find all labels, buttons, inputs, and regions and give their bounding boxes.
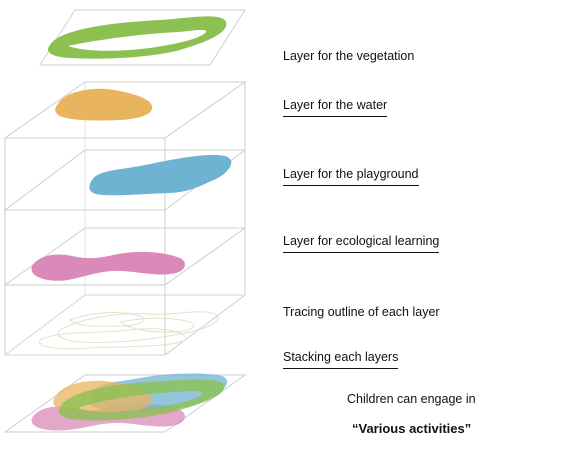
- stacked-layer: [3, 373, 247, 433]
- vegetation-layer-label: Layer for the vegetation: [283, 49, 415, 63]
- ecological-shape: [31, 251, 185, 281]
- tracing-plane: [3, 294, 247, 356]
- vegetation-shape: [48, 16, 227, 59]
- water-shape: [55, 88, 153, 121]
- children-engage-label: Children can engage in: [347, 392, 476, 406]
- playground-layer-label: Layer for the playground: [283, 167, 419, 186]
- water-layer: [3, 81, 247, 139]
- tracing-outline-label: Tracing outline of each layer: [283, 305, 440, 319]
- ecological-layer: [3, 227, 247, 286]
- water-layer-label: Layer for the water: [283, 98, 388, 117]
- vegetation-layer: [39, 9, 246, 66]
- stacking-layers-label: Stacking each layers: [283, 350, 399, 369]
- various-activities-label: “Various activities”: [352, 421, 472, 436]
- playground-layer: [3, 149, 247, 211]
- playground-shape: [89, 155, 232, 196]
- ecological-plane: [3, 227, 247, 286]
- stacked-vegetation-shape: [58, 379, 225, 421]
- tracing-layer: [3, 294, 247, 356]
- ecological-layer-label: Layer for ecological learning: [283, 234, 440, 253]
- playground-plane: [3, 149, 247, 211]
- tracing-outlines: [39, 311, 219, 350]
- water-plane: [3, 81, 247, 139]
